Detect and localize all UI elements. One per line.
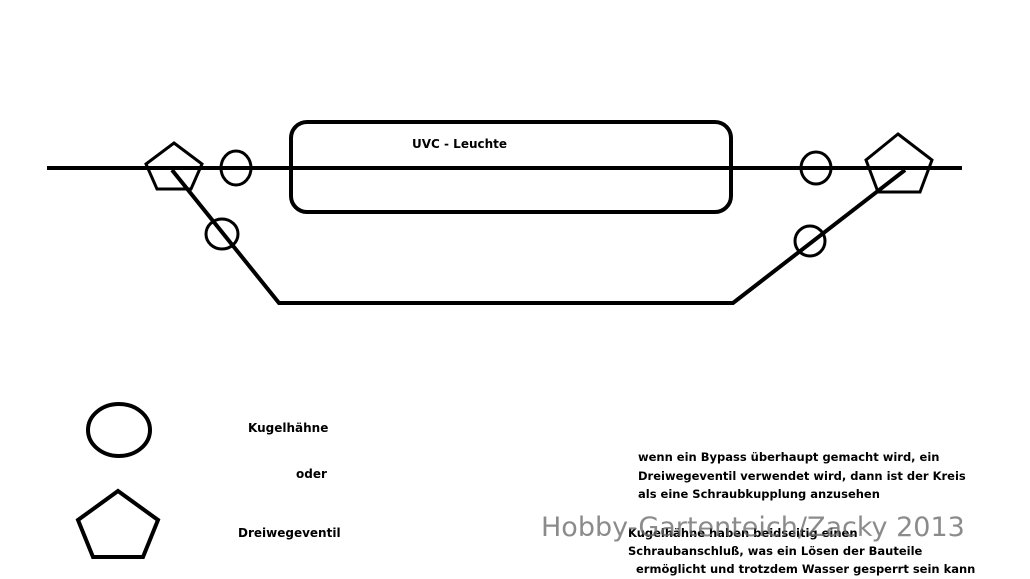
uvc-lamp-box <box>289 120 733 214</box>
note-line: Dreiwegeventil verwendet wird, dann ist … <box>638 469 966 483</box>
watermark-text: Hobby-Gartenteich/Zacky 2013 <box>541 512 965 543</box>
legend-three-way-valve-icon <box>75 488 161 559</box>
note-line: wenn ein Bypass überhaupt gemacht wird, … <box>638 450 940 464</box>
note-line: als eine Schraubkupplung anzusehen <box>638 487 880 501</box>
bypass-pipe <box>170 168 907 305</box>
note-line: ermöglicht und trotzdem Wasser gesperrt … <box>636 562 976 576</box>
ball-valve-bypass-left <box>204 217 240 251</box>
uvc-lamp-label: UVC - Leuchte <box>412 137 508 151</box>
ball-valve-main-right <box>799 150 833 186</box>
note-line: Schraubanschluß, was ein Lösen der Baute… <box>628 544 923 558</box>
legend-three-way-label: Dreiwegeventil <box>238 526 341 540</box>
ball-valve-main-left <box>219 149 253 187</box>
legend-ball-valve-label: Kugelhähne <box>248 421 329 435</box>
ball-valve-bypass-right <box>793 224 827 258</box>
legend-or-label: oder <box>296 467 327 481</box>
legend-ball-valve-icon <box>86 402 152 458</box>
three-way-valve-right <box>864 132 934 194</box>
note-line: Kugelhähne haben beidseitig einen <box>628 526 858 540</box>
three-way-valve-left <box>144 141 204 191</box>
